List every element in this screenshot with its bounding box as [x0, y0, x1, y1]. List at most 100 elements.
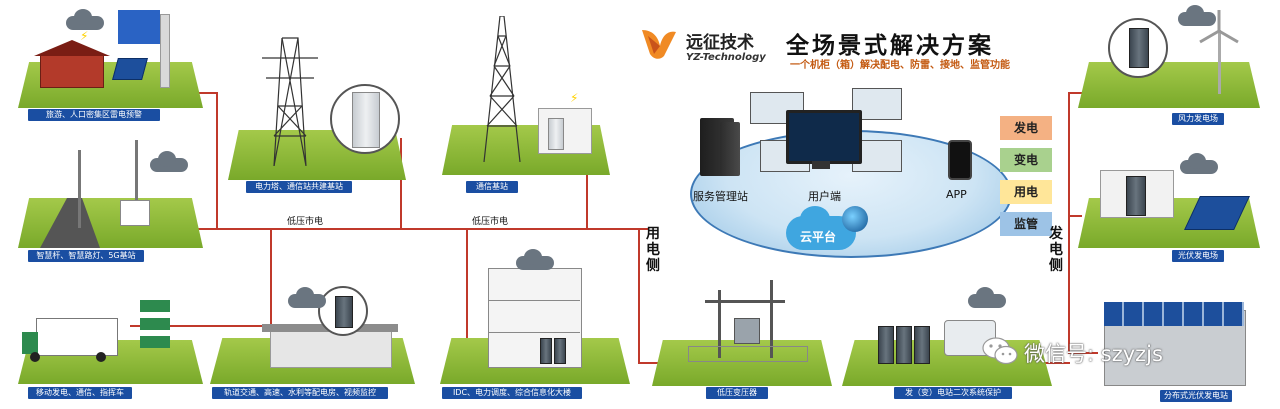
scene-label-comm: 通信基站	[466, 181, 518, 193]
cabinet-icon	[554, 338, 566, 364]
server-icon	[720, 122, 740, 176]
phone-icon	[948, 140, 972, 180]
idc-building-floor	[488, 332, 580, 333]
wind-turbine-blades	[1196, 8, 1242, 54]
truck-illustration	[36, 318, 118, 356]
side-label-use: 用 电 侧	[646, 226, 660, 274]
scene-label-smart-pole: 智慧杆、智慧路灯、5G基站	[28, 250, 144, 262]
equipment-room	[538, 108, 592, 154]
wire	[216, 92, 218, 228]
brand-logo	[638, 26, 678, 62]
wire	[1068, 352, 1098, 354]
vehicle-fleet	[140, 318, 170, 330]
wire	[638, 228, 640, 364]
comm-tower-illustration	[480, 15, 524, 163]
storm-cloud-icon	[968, 287, 1006, 308]
storm-cloud-icon	[1180, 153, 1218, 174]
cabinet-icon	[335, 296, 353, 328]
cabinet-icon	[914, 326, 930, 364]
wire	[1068, 215, 1082, 217]
wire	[638, 362, 666, 364]
user-label: 用户端	[808, 190, 841, 203]
cabinet-icon	[352, 92, 380, 148]
storm-cloud-icon	[66, 9, 104, 30]
page-title: 全场景式解决方案	[786, 33, 994, 59]
side-label-gen: 发 电 侧	[1049, 226, 1063, 274]
wire	[130, 325, 272, 327]
wechat-icon	[982, 336, 1018, 366]
solar-panel	[112, 58, 148, 80]
page-subtitle: 一个机柜（箱）解决配电、防雷、接地、监管功能	[790, 60, 1010, 71]
watermark-text: 微信号: szyzjs	[1024, 342, 1163, 366]
legend-item-consumption: 用电	[1000, 180, 1052, 204]
idc-building	[488, 268, 582, 368]
wire	[400, 138, 402, 228]
pv-roof-panels	[1104, 302, 1244, 326]
cabinet-icon	[120, 200, 150, 226]
idc-building-floor	[488, 300, 580, 301]
wire	[466, 228, 468, 338]
warning-tower	[160, 14, 170, 88]
legend-item-monitoring: 监管	[1000, 212, 1052, 236]
monitor-screen	[852, 88, 902, 120]
fence	[688, 346, 808, 362]
desktop-monitor	[786, 110, 862, 164]
truck-cab	[22, 332, 38, 354]
smart-pole-illustration	[78, 150, 81, 228]
scene-label-substation: 发（变）电站二次系统保护	[894, 387, 1012, 399]
cabinet-icon	[540, 338, 552, 364]
cabinet-icon	[548, 118, 564, 150]
scene-label-distributed-pv: 分布式光伏发电站	[1160, 390, 1232, 402]
wire	[270, 228, 272, 350]
cloud-label: 云平台	[800, 230, 837, 244]
scene-label-transformer: 低压变压器	[706, 387, 768, 399]
legend-item-generation: 发电	[1000, 116, 1052, 140]
legend-item-transformation: 变电	[1000, 148, 1052, 172]
transformer-pole	[718, 290, 721, 358]
globe-icon	[842, 206, 868, 232]
cabinet-zoom-circle	[330, 84, 400, 154]
line-label-low-voltage: 低压市电	[472, 217, 509, 227]
house-illustration	[40, 54, 104, 88]
wheel	[96, 352, 106, 362]
wire	[170, 228, 648, 230]
scene-tile-wind	[1078, 62, 1260, 108]
lightning-icon: ⚡	[80, 29, 89, 43]
station-building	[270, 330, 392, 368]
scene-label-tourism: 旅游、人口密集区雷电预警	[28, 109, 160, 121]
cloud-platform-icon	[800, 206, 830, 232]
scene-label-pv: 光伏发电场	[1172, 250, 1224, 262]
wire	[586, 155, 588, 228]
cabinet-icon	[1129, 28, 1149, 68]
storm-cloud-icon	[150, 151, 188, 172]
scene-label-idc: IDC、电力调度、综合信息化大楼	[442, 387, 582, 399]
wire	[1068, 92, 1070, 354]
cabinet-icon	[878, 326, 894, 364]
brand-english: YZ-Technology	[686, 52, 766, 63]
scene-label-wind: 风力发电场	[1172, 113, 1224, 125]
scene-label-tower: 电力塔、通信站共建基站	[246, 181, 352, 193]
wire	[1068, 92, 1086, 94]
cabinet-icon	[1126, 176, 1146, 216]
server-label: 服务管理站	[693, 190, 748, 203]
power-tower-illustration	[262, 36, 318, 167]
vehicle-fleet	[140, 336, 170, 348]
storm-cloud-icon	[516, 249, 554, 270]
brand-name: 远征技术	[686, 33, 754, 53]
wheel	[30, 352, 40, 362]
scene-tile-transformer	[652, 340, 832, 386]
cabinet-zoom-circle	[1108, 18, 1168, 78]
storm-cloud-icon	[288, 287, 326, 308]
monitor-stand	[812, 161, 830, 169]
vehicle-fleet	[140, 300, 170, 312]
transformer-pole	[770, 280, 773, 358]
app-label: APP	[946, 188, 967, 201]
scene-label-mobile: 移动发电、通信、指挥车	[28, 387, 132, 399]
transformer-unit	[734, 318, 760, 344]
transformer-crossarm	[705, 300, 785, 303]
line-label-low-voltage: 低压市电	[287, 217, 324, 227]
smart-pole-illustration	[135, 140, 138, 222]
storm-cloud-icon	[1178, 5, 1216, 26]
lightning-icon: ⚡	[570, 91, 579, 105]
scene-label-traffic: 轨道交通、高速、水利等配电房、视频监控	[212, 387, 388, 399]
